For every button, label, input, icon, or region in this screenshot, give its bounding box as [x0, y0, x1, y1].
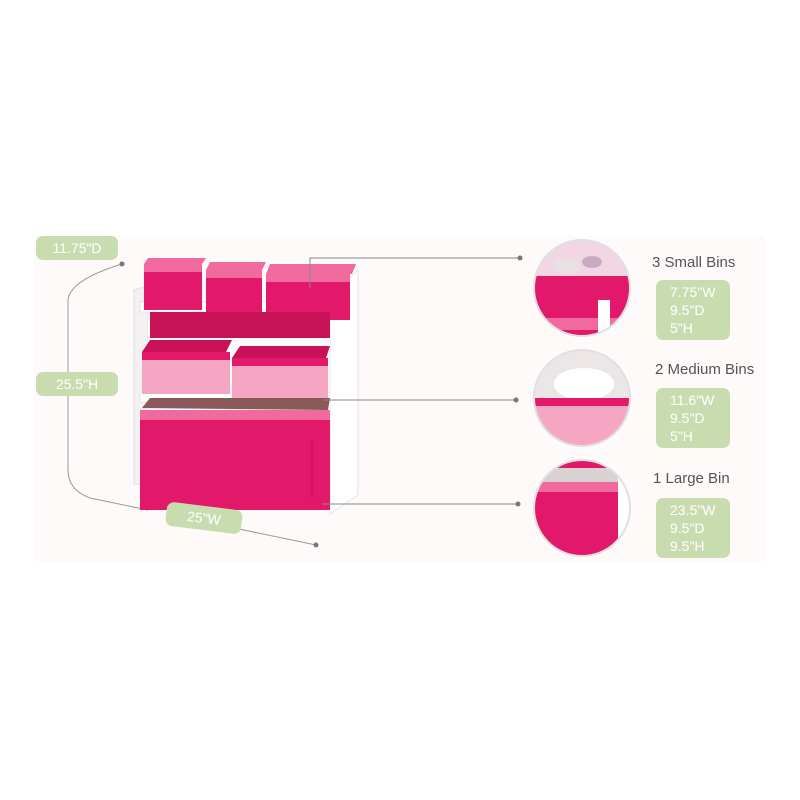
medium-bin-detail-image — [533, 349, 631, 447]
large-bin-title: 1 Large Bin — [653, 470, 730, 487]
dim-dot-top — [119, 261, 125, 267]
large-bin — [140, 398, 330, 510]
callout-lines — [309, 257, 520, 505]
small-bin-width: 7.75"W — [670, 284, 716, 300]
small-bins-spec-card: 7.75"W 9.5"D 5"H — [656, 280, 730, 340]
large-bin-detail-image — [533, 459, 631, 557]
callout-dot-medium — [513, 397, 519, 403]
medium-bin-width: 11.6"W — [670, 392, 715, 408]
height-dimension-label: 25.5"H — [36, 372, 118, 396]
small-bins-title: 3 Small Bins — [652, 254, 736, 271]
callout-dot-large — [515, 501, 521, 507]
large-bin-depth: 9.5"D — [670, 520, 705, 536]
medium-bins-spec-card: 11.6"W 9.5"D 5"H — [656, 388, 730, 448]
large-bin-height: 9.5"H — [670, 538, 705, 554]
callout-dot-small — [517, 255, 523, 261]
large-bin-spec-card: 23.5"W 9.5"D 9.5"H — [656, 498, 730, 558]
small-bin-depth: 9.5"D — [670, 302, 705, 318]
medium-bin-depth: 9.5"D — [670, 410, 705, 426]
small-bin-detail-image — [533, 239, 631, 337]
small-bins — [144, 258, 356, 338]
height-line — [67, 263, 123, 499]
depth-dimension-label: 11.75"D — [36, 236, 118, 260]
large-bin-width: 23.5"W — [670, 502, 716, 518]
small-bin-height: 5"H — [670, 320, 693, 336]
dim-dot-bottom — [313, 542, 319, 548]
medium-bin-height: 5"H — [670, 428, 693, 444]
medium-bins-title: 2 Medium Bins — [655, 361, 755, 378]
medium-bins — [142, 340, 330, 406]
